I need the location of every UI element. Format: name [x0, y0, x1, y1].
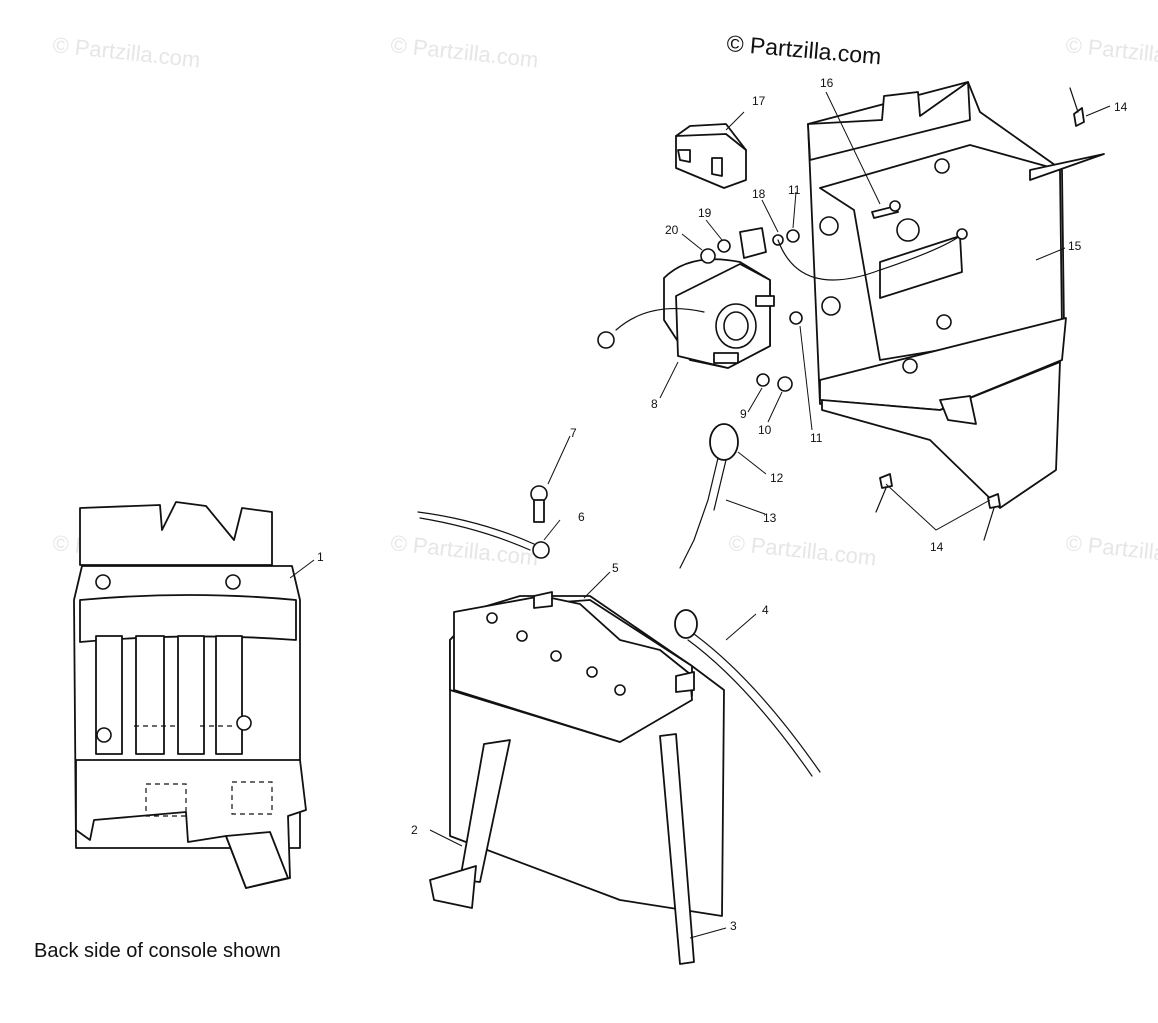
battery: [449, 591, 725, 917]
callout-17: 17: [752, 94, 766, 108]
callout-9: 9: [740, 407, 747, 421]
callout-4: 4: [762, 603, 769, 617]
watermark-text: © Partzilla.com: [389, 530, 539, 570]
callout-7: 7: [570, 426, 577, 440]
callout-8: 8: [651, 397, 658, 411]
push-rivets: [875, 87, 1085, 541]
cable-boot-and-lead: [679, 423, 739, 569]
callout-18: 18: [752, 187, 766, 201]
callout-2: 2: [411, 823, 418, 837]
callout-16: 16: [820, 76, 834, 90]
callout-15: 15: [1068, 239, 1082, 253]
callout-14: 14: [1114, 100, 1128, 114]
battery-holder-bracket: [807, 81, 1105, 509]
diagram-caption: Back side of console shown: [34, 940, 281, 962]
leader-lines: [289, 91, 1111, 939]
callout-13: 13: [763, 511, 777, 525]
callout-12: 12: [770, 471, 784, 485]
callout-11: 11: [788, 183, 801, 197]
vent-tube: [659, 733, 695, 965]
watermark-text: © Partzilla.com: [389, 32, 539, 72]
callout-11: 11: [810, 431, 823, 445]
watermark-text: © Partzilla.com: [727, 530, 877, 570]
hardware-fasteners: [700, 200, 968, 392]
watermark-text: © Partzilla.com: [1064, 530, 1158, 570]
callout-1: 1: [317, 550, 324, 564]
starter-solenoid: [597, 227, 775, 369]
terminal-cover: [675, 123, 747, 189]
watermark-text: © Partzilla.com: [51, 32, 201, 72]
terminal-screw-and-eye: [417, 485, 550, 559]
callout-numbers: 1 2 3 4 5 6 7 8 9 10 11 11 12 13 14 14 1…: [317, 76, 1128, 933]
callout-6: 6: [578, 510, 585, 524]
battery-strap: [429, 739, 511, 909]
callout-3: 3: [730, 919, 737, 933]
callout-10: 10: [758, 423, 772, 437]
watermark-text: © Partzilla.com: [1064, 32, 1158, 72]
callout-14: 14: [930, 540, 944, 554]
callout-20: 20: [665, 223, 679, 237]
callout-5: 5: [612, 561, 619, 575]
positive-cable: [674, 609, 821, 777]
callout-19: 19: [698, 206, 712, 220]
battery-box-back-view: [73, 501, 307, 889]
